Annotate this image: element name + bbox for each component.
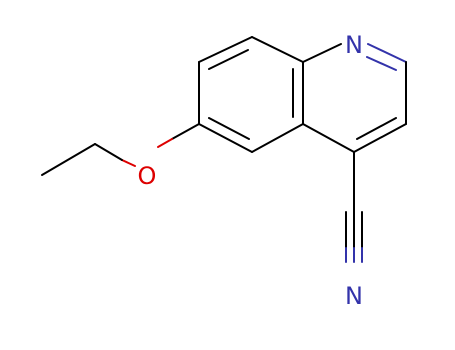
bond-c6-o-red: [157, 138, 173, 148]
bond-c3-c4-inner: [356, 117, 397, 140]
bond-o-ch2-red: [121, 159, 136, 167]
bond-c6-c5: [198, 123, 253, 153]
bond-o-ch2: [94, 143, 123, 161]
bond-c4-c4a: [302, 123, 355, 153]
ether-oxygen-label: O: [138, 162, 157, 190]
bond-n1-c2-inner: [366, 56, 397, 71]
bond-n1-c2: [367, 43, 407, 63]
bond-c8-c7: [198, 36, 253, 63]
nitrile-nitrogen-label: N: [345, 282, 363, 310]
bond-ch2-ch3: [41, 143, 96, 176]
nitrile-group: [345, 151, 363, 263]
bond-c6-o: [171, 123, 200, 140]
pyridine-ring: [302, 43, 407, 153]
bond-c8a-c8: [251, 36, 304, 63]
bond-c3-c4: [353, 123, 407, 153]
ring-nitrogen-label: N: [345, 31, 363, 59]
bond-c6-c5-inner: [208, 117, 250, 140]
bond-c5-c4a: [251, 123, 304, 153]
benzene-ring: [198, 36, 304, 153]
ethoxy-group: [41, 123, 200, 176]
bond-c8a-n1: [302, 43, 342, 63]
bond-c8-c7-inner: [208, 49, 249, 70]
